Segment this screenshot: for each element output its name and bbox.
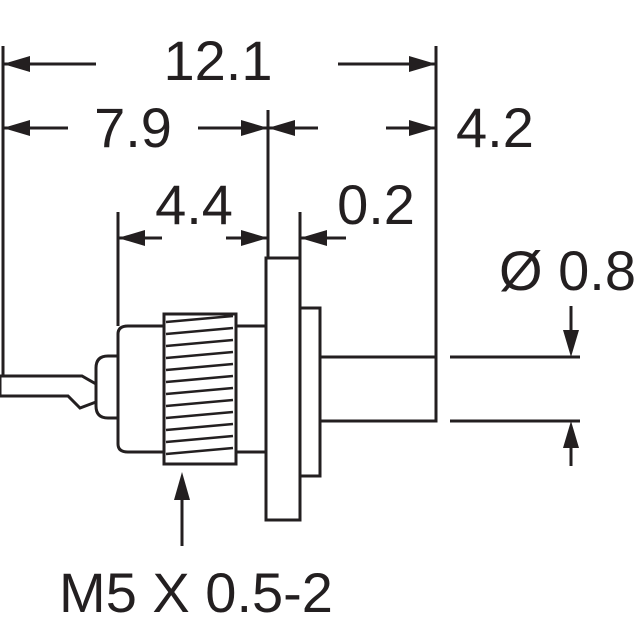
nut-body <box>234 324 268 454</box>
rear-barrel <box>94 354 120 420</box>
dimension-line-gap <box>300 230 346 246</box>
label-overall-length: 12.1 <box>164 29 273 92</box>
label-rear-length: 7.9 <box>94 96 172 159</box>
dimension-line-thread <box>118 230 268 246</box>
extension-lines <box>1 46 580 423</box>
dimension-line-overall <box>3 56 436 72</box>
thread-lines <box>165 314 234 456</box>
label-front-length: 4.2 <box>456 96 534 159</box>
contact-pin <box>318 355 438 423</box>
flange <box>264 256 302 522</box>
label-pin-diameter: Ø 0.8 <box>499 239 636 302</box>
label-flange-gap: 0.2 <box>337 173 415 236</box>
solder-tab <box>0 374 98 410</box>
dimension-line-front <box>268 120 436 136</box>
dimension-line-rear <box>3 120 268 136</box>
connector-body <box>0 256 438 522</box>
label-thread-callout: M5 X 0.5-2 <box>59 561 333 624</box>
leader-thread-callout <box>174 472 190 546</box>
label-thread-length: 4.4 <box>155 173 233 236</box>
front-collar <box>298 306 322 478</box>
main-body <box>116 324 166 454</box>
dimension-line-pin-diameter <box>563 306 579 466</box>
